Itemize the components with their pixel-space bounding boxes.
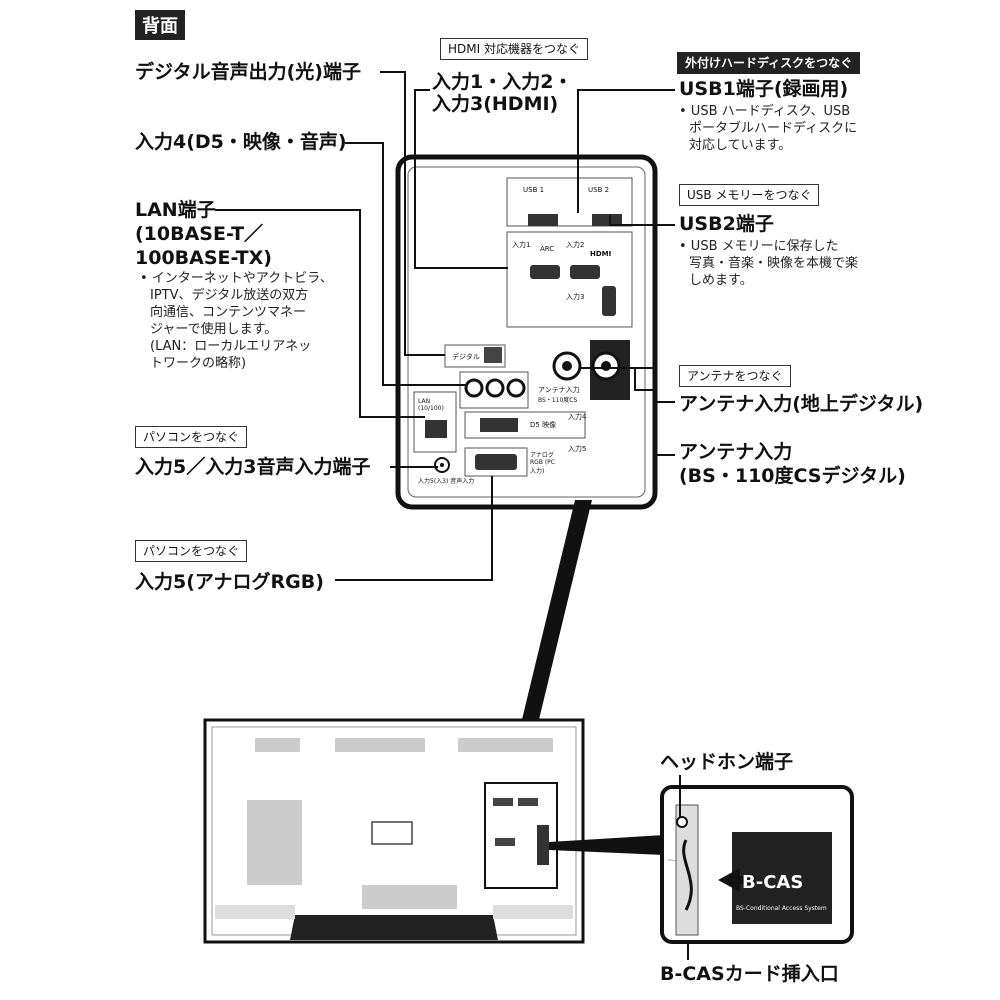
panel-usb1-text: USB 1 [523,186,545,194]
input4-label: 入力4(D5・映像・音声) [135,131,347,153]
hdd-connect-tag: 外付けハードディスクをつなぐ [677,52,861,74]
hdmi-connect-tag: HDMI 対応機器をつなぐ [440,38,588,60]
input5-audio-label: 入力5／入力3音声入力端子 [135,456,371,478]
bcas-card-text: B-CAS [742,872,804,893]
bcas-card-subtext: BS-Conditional Access System [736,905,827,912]
hdmi-inputs-label-line2: 入力3(HDMI) [432,93,559,115]
input5-rgb-label: 入力5(アナログRGB) [135,571,324,593]
zoom-connector [505,500,592,790]
page-title: 背面 [135,10,185,40]
usb1-note: • USB ハードディスク、USB ポータブルハードディスクに 対応しています。 [679,104,858,153]
panel-usb2-text: USB 2 [588,186,610,194]
panel-audio-in-text: 入力5(入3) 音声入力 [418,478,475,485]
panel-arc-text: ARC [540,245,555,253]
panel-input3-text: 入力3 [566,293,585,301]
antenna-bs-label-line1: アンテナ入力 [679,441,793,463]
panel-antenna-text: アンテナ入力 [538,386,580,394]
bcas-inset [660,785,854,944]
lan-note: • インターネットやアクトビラ、 IPTV、デジタル放送の双方 向通信、コンテン… [140,271,333,371]
antenna-terrestrial-label: アンテナ入力(地上デジタル) [679,393,924,415]
bcas-leader-lines [679,775,689,960]
digital-audio-label: デジタル音声出力(光)端子 [135,61,361,83]
headphone-label: ヘッドホン端子 [660,751,794,773]
panel-lan-text: LAN (10/100) [418,398,444,412]
antenna-connect-tag: アンテナをつなぐ [679,365,791,387]
usb1-label: USB1端子(録画用) [679,78,849,100]
usb2-note: • USB メモリーに保存した 写真・音楽・映像を本機で楽 しめます。 [679,239,859,288]
lan-label-line3: 100BASE-TX) [135,247,272,269]
panel-input5-text: 入力5 [568,445,587,453]
usbmem-connect-tag: USB メモリーをつなぐ [679,184,820,206]
lan-label-line2: (10BASE-T／ [135,223,264,245]
usb2-label: USB2端子 [679,213,774,235]
panel-input2-text: 入力2 [566,241,585,249]
bcas-slot-label: B-CASカード挿入口 [660,963,839,985]
leader-lines [215,71,675,581]
panel-d5-text: D5 映像 [530,421,557,429]
pc-connect-tag-2: パソコンをつなぐ [135,540,248,562]
hdmi-inputs-label-line1: 入力1・入力2・ [432,71,573,93]
panel-rgb-text: アナログ RGB (PC入力) [530,452,555,475]
panel-input1-text: 入力1 [512,241,531,249]
panel-hdmi-text: HDMI [590,250,612,258]
tv-back-view [203,718,665,944]
panel-input4-text: 入力4 [568,413,587,421]
panel-bs-text: BS・110度CS [538,397,578,404]
pc-connect-tag-1: パソコンをつなぐ [135,426,248,448]
back-panel-closeup [395,154,658,510]
panel-digital-text: デジタル [452,353,480,361]
antenna-bs-label-line2: (BS・110度CSデジタル) [679,465,906,487]
lan-label-line1: LAN端子 [135,199,216,221]
